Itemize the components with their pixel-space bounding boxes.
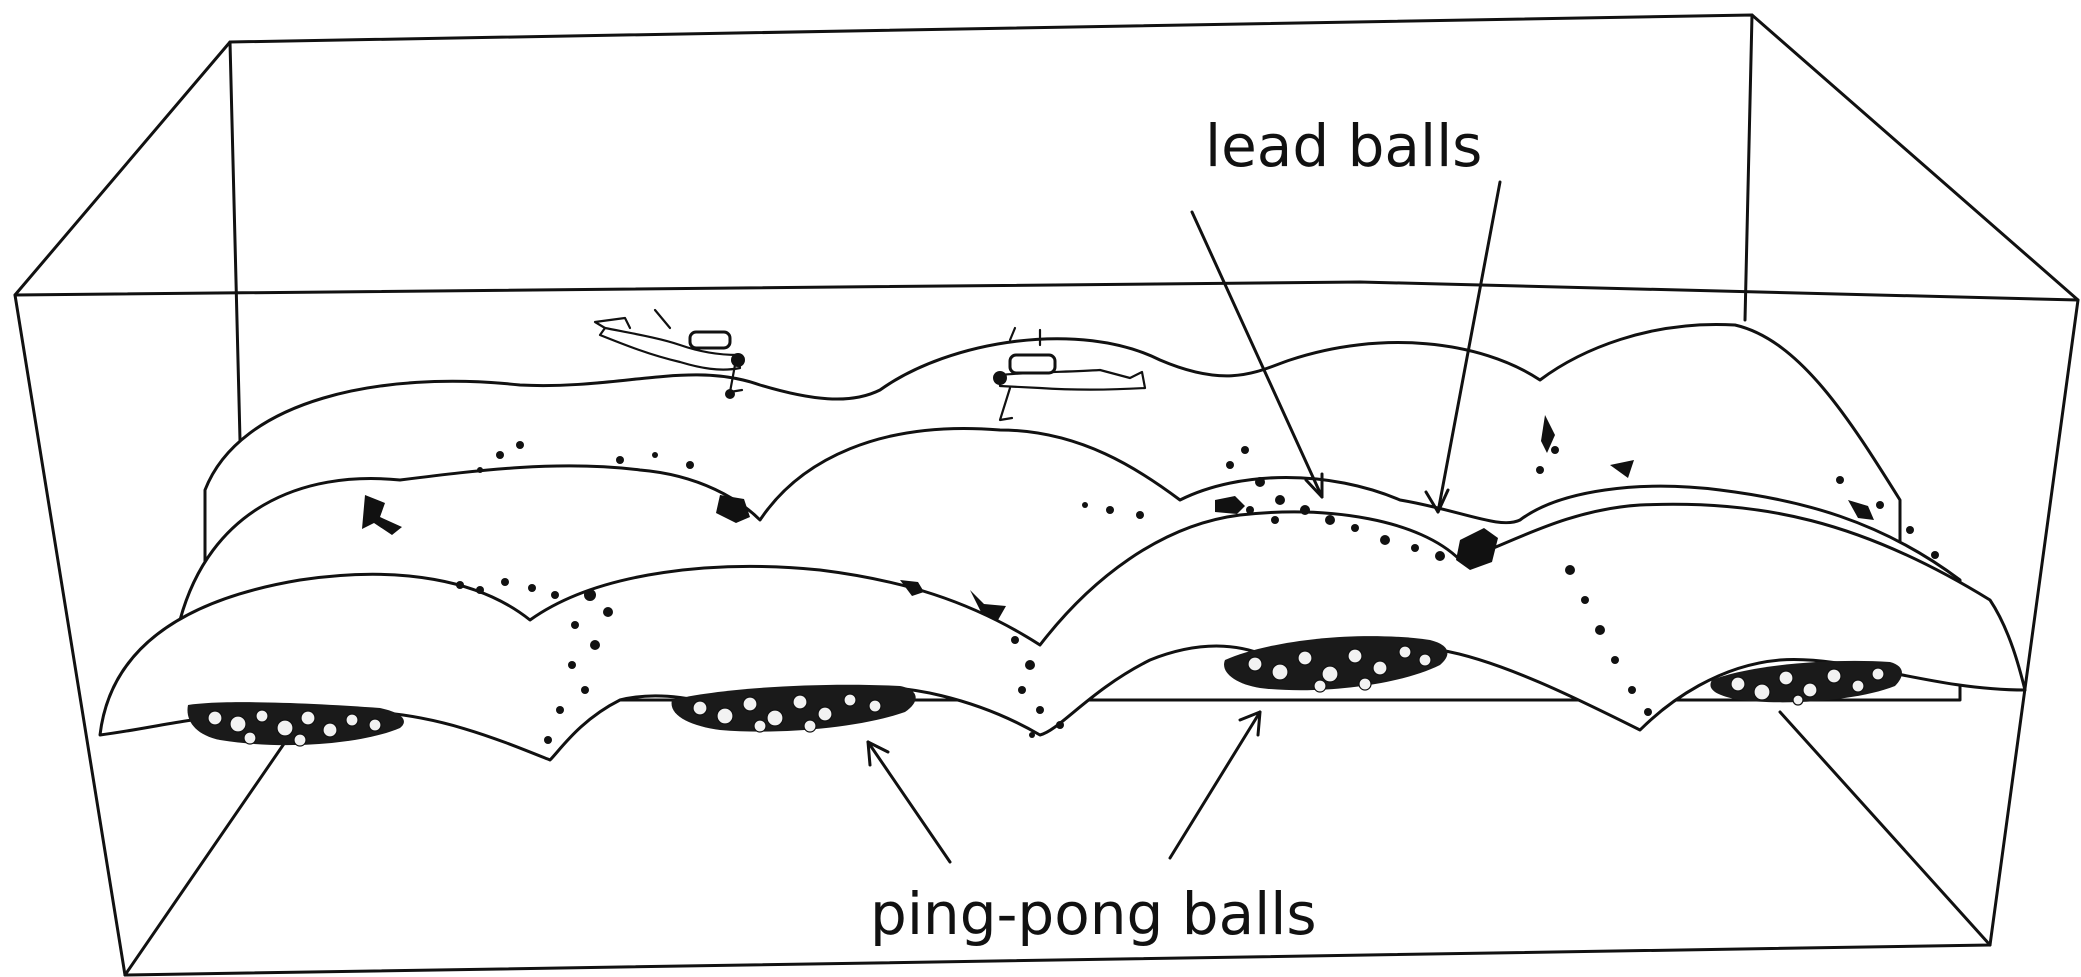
- ping-pong-balls-arrow-right: [1170, 712, 1260, 858]
- label-lead-balls: lead balls: [1205, 112, 1482, 180]
- ping-pong-ball-cluster-1: [187, 702, 403, 746]
- label-ping-pong-balls: ping-pong balls: [870, 880, 1317, 948]
- ping-pong-balls-arrow-left: [868, 742, 950, 862]
